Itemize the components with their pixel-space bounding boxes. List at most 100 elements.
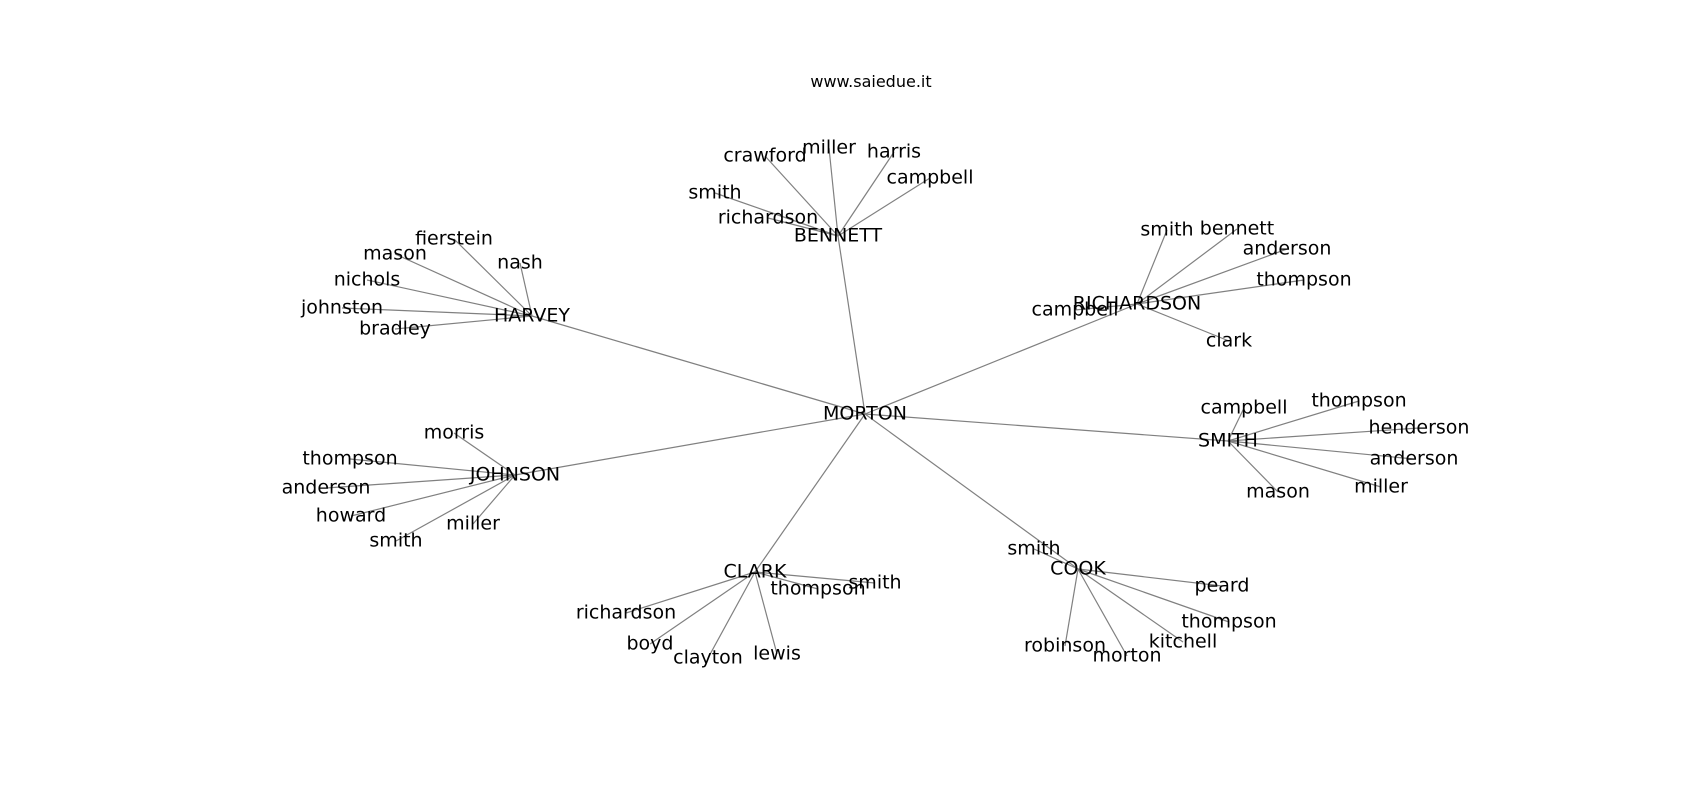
root-node-label: MORTON <box>823 403 907 425</box>
edge-richardson-campbell <box>1074 303 1138 311</box>
edge-cook-smith <box>1033 548 1079 570</box>
edge-root-harvey <box>531 315 866 415</box>
edge-smith-anderson <box>1227 440 1415 460</box>
leaf-node-label: smith <box>688 182 741 204</box>
leaf-node-label: mason <box>363 243 427 265</box>
edge-johnson-thompson <box>349 458 516 476</box>
leaf-node-label: smith <box>1007 538 1060 560</box>
edge-clark-boyd <box>649 571 756 645</box>
edge-clark-thompson <box>754 571 819 590</box>
edge-harvey-johnston <box>341 307 533 317</box>
leaf-node-label: smith <box>369 530 422 552</box>
edge-cook-robinson <box>1064 568 1079 647</box>
leaf-node-label: smith <box>1140 219 1193 241</box>
edge-smith-henderson <box>1227 427 1420 442</box>
edge-richardson-anderson <box>1136 248 1288 305</box>
edge-bennett-campbell <box>837 177 931 237</box>
leaf-node-label: thompson <box>770 578 865 600</box>
leaf-node-label: bradley <box>359 318 431 340</box>
leaf-node-label: thompson <box>1256 269 1351 291</box>
edge-richardson-thompson <box>1136 279 1305 305</box>
edge-johnson-morris <box>453 432 516 476</box>
hub-node-label: RICHARDSON <box>1073 293 1201 315</box>
edge-bennett-smith <box>714 192 839 237</box>
leaf-node-label: thompson <box>1311 390 1406 412</box>
edge-root-bennett <box>837 235 866 415</box>
leaf-node-label: campbell <box>1032 299 1119 321</box>
leaf-node-label: richardson <box>576 602 676 624</box>
edges-layer <box>325 147 1420 659</box>
edge-harvey-nichols <box>366 279 533 317</box>
edge-root-smith <box>864 413 1229 442</box>
hub-node-label: BENNETT <box>794 225 883 247</box>
leaf-node-label: campbell <box>887 167 974 189</box>
leaf-node-label: henderson <box>1369 417 1470 439</box>
leaf-node-label: harris <box>867 141 921 163</box>
edge-root-richardson <box>864 303 1138 415</box>
hub-node-label: CLARK <box>724 561 787 583</box>
leaf-node-label: anderson <box>282 477 371 499</box>
edge-cook-morton <box>1077 568 1128 657</box>
leaf-node-label: thompson <box>302 448 397 470</box>
edge-harvey-mason <box>394 253 533 317</box>
leaf-node-label: mason <box>1246 481 1310 503</box>
leaf-node-label: anderson <box>1370 448 1459 470</box>
edge-root-cook <box>864 413 1079 570</box>
leaf-node-label: smith <box>848 572 901 594</box>
edge-johnson-anderson <box>325 474 516 489</box>
edge-harvey-bradley <box>394 315 533 330</box>
leaf-node-label: thompson <box>1181 611 1276 633</box>
edge-clark-clayton <box>707 571 756 659</box>
edge-bennett-miller <box>828 147 839 237</box>
edge-bennett-harris <box>837 151 895 237</box>
leaf-node-label: robinson <box>1024 635 1106 657</box>
leaf-node-label: crawford <box>723 145 806 167</box>
leaf-node-label: miller <box>802 137 856 159</box>
leaf-node-label: boyd <box>627 633 674 655</box>
edge-richardson-bennett <box>1136 228 1238 305</box>
hub-node-label: SMITH <box>1198 430 1258 452</box>
edge-smith-thompson <box>1227 400 1360 442</box>
hub-node-label: COOK <box>1050 558 1106 580</box>
edge-cook-peard <box>1077 568 1223 587</box>
edge-johnson-miller <box>472 474 516 525</box>
edge-bennett-richardson <box>767 217 839 237</box>
leaf-node-label: clayton <box>673 647 743 669</box>
edge-johnson-howard <box>350 474 516 517</box>
edge-bennett-crawford <box>764 155 839 237</box>
edge-johnson-smith <box>395 474 516 542</box>
leaf-node-label: miller <box>1354 476 1408 498</box>
leaf-node-label: lewis <box>753 643 801 665</box>
leaf-node-label: morris <box>424 422 485 444</box>
leaf-node-label: bennett <box>1200 218 1274 240</box>
site-title: www.saiedue.it <box>810 72 932 91</box>
edge-harvey-fierstein <box>453 238 533 317</box>
leaf-node-label: campbell <box>1201 397 1288 419</box>
hub-node-label: HARVEY <box>494 305 570 327</box>
leaf-node-label: kitchell <box>1149 631 1217 653</box>
leaf-node-label: nash <box>497 252 543 274</box>
leaf-node-label: peard <box>1195 575 1250 597</box>
edge-richardson-smith <box>1136 229 1168 305</box>
edge-smith-mason <box>1227 440 1279 493</box>
edge-clark-richardson <box>625 571 756 614</box>
edge-root-johnson <box>514 413 866 476</box>
leaf-node-label: fierstein <box>415 228 493 250</box>
leaf-node-label: nichols <box>334 269 401 291</box>
edge-clark-lewis <box>754 571 778 655</box>
leaf-node-label: clark <box>1206 330 1252 352</box>
edge-smith-miller <box>1227 440 1382 488</box>
edge-smith-campbell <box>1227 407 1245 442</box>
leaf-node-label: anderson <box>1243 238 1332 260</box>
leaf-node-label: richardson <box>718 207 818 229</box>
edge-richardson-clark <box>1136 303 1230 342</box>
leaf-node-label: howard <box>316 505 386 527</box>
leaf-node-label: morton <box>1092 645 1161 667</box>
leaf-node-label: miller <box>446 513 500 535</box>
edge-cook-kitchell <box>1077 568 1184 643</box>
edge-harvey-nash <box>519 262 533 317</box>
hub-node-label: JOHNSON <box>469 464 560 486</box>
